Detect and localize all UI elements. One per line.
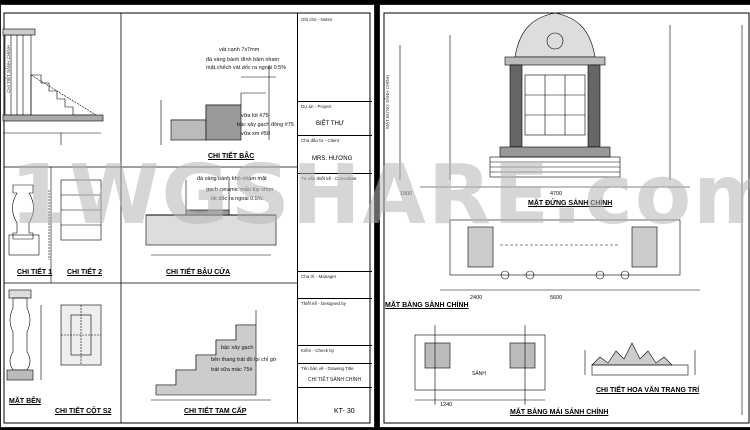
sheet-left-margin-text: CHI TIẾT SẢNH CHÍNH: [6, 45, 11, 93]
right-sheet-drawings: [383, 12, 750, 424]
sheet-right-margin-text: MẶT ĐỨNG SẢNH CHÍNH: [385, 75, 390, 129]
dim-1: 1900: [400, 191, 413, 197]
stair-column-elevation: [2, 28, 104, 145]
step-detail-drawing: [160, 65, 276, 145]
dim-5: 1240: [440, 402, 453, 408]
label-sanh: SẢNH: [472, 371, 486, 377]
label-chi-tiet-bau-cua: CHI TIẾT BẬU CỬA: [166, 269, 231, 276]
main-lobby-roof-plan: [414, 325, 546, 405]
note-bac-xay-gach: bậc xây gạch: [221, 345, 254, 351]
label-mat-bang-mai: MẶT BẰNG MÁI SẢNH CHÍNH: [510, 409, 609, 416]
tb-drawing-label: Tên bản vẽ - Drawing Title: [301, 366, 354, 371]
watermark: 1WGSHARE.com: [10, 148, 750, 243]
tb-client: MRS. HƯƠNG: [312, 156, 353, 162]
dim-4: 2400: [470, 295, 483, 301]
title-block: Ghi chú - Notes Dự án - Project BIỆT THỰ…: [297, 13, 372, 423]
tb-drawing-title: CHI TIẾT SẢNH CHÍNH: [308, 377, 362, 383]
label-hoa-van: CHI TIẾT HOA VĂN TRANG TRÍ: [596, 387, 700, 394]
note-ben-thang: bên thang trát đồ lọi chỉ gờ: [211, 357, 277, 363]
tb-sheet-number: KT- 30: [334, 408, 355, 415]
note-vua-lot: vữa lót #75: [241, 113, 269, 119]
tb-check-label: Kiểm - Check by: [301, 348, 335, 353]
drawing-sheet-left: CHI TIẾT SẢNH CHÍNH CHI TIẾT BẬC CHI TIẾ…: [0, 4, 375, 428]
note-vua-xm: vữa xm #50: [241, 131, 271, 137]
note-da-vang: đá vàng bành đình băm nham: [206, 57, 280, 63]
note-bac-xay: bậc xây gạch đồng #75: [237, 122, 294, 128]
tb-client-label: Chủ đầu tư - Client: [301, 138, 340, 143]
stair-tread-detail: [151, 310, 271, 401]
label-mat-ben: MẶT BÊN: [9, 398, 41, 405]
tb-project: BIỆT THỰ: [316, 121, 344, 127]
label-chi-tiet-tam-cap: CHI TIẾT TAM CẤP: [184, 408, 247, 415]
label-chi-tiet-cot-s2: CHI TIẾT CỘT S2: [55, 408, 112, 415]
note-da-vang-kho: đá vàng bành khò nhám mặt: [197, 176, 267, 182]
note-lat-doc: lát dốc ra ngoài 0.5%: [211, 196, 263, 202]
label-chi-tiet-bac: CHI TIẾT BẬC: [208, 153, 255, 160]
dim-2: 4700: [550, 191, 563, 197]
tb-notes-label: Ghi chú - Notes: [301, 17, 333, 22]
ornament-detail: [584, 342, 696, 376]
note-trat-vua: trát vữa mác 75#: [211, 367, 253, 373]
drawing-sheet-right: MẶT ĐỨNG SẢNH CHÍNH 1900 4700 5600 2400 …: [379, 4, 750, 428]
note-gach-ceramic: gạch ceramic mẫu tùy chọn: [206, 187, 274, 193]
side-elevation-column: [6, 289, 42, 381]
column-s2-detail: [60, 304, 102, 366]
tb-consultant-label: Tư vấn thiết kế - Consultant: [301, 176, 357, 181]
baluster-details: [8, 179, 102, 260]
label-chi-tiet-2: CHI TIẾT 2: [67, 269, 103, 276]
dim-3: 5600: [550, 295, 563, 301]
tb-manager-label: Chủ trì - Manager: [301, 274, 337, 279]
main-lobby-plan: [440, 219, 700, 291]
label-mat-dung-sanh-chinh: MẶT ĐỨNG SẢNH CHÍNH: [528, 200, 613, 207]
window-sill-detail: [145, 180, 277, 256]
tb-project-label: Dự án - Project: [301, 104, 332, 109]
note-mat-chech: mặt,chếch vát dốc ra ngoài 0.5%: [206, 65, 287, 71]
tb-design-label: Thiết kế - Designed by: [301, 301, 347, 306]
label-mat-bang-sanh-chinh: MẶT BẰNG SẢNH CHÍNH: [385, 302, 469, 309]
label-chi-tiet-1: CHI TIẾT 1: [17, 269, 53, 276]
note-vat-canh: vát cạnh 7x7mm: [219, 47, 260, 53]
main-lobby-facade: [399, 12, 690, 188]
left-sheet-drawings: [2, 12, 371, 424]
